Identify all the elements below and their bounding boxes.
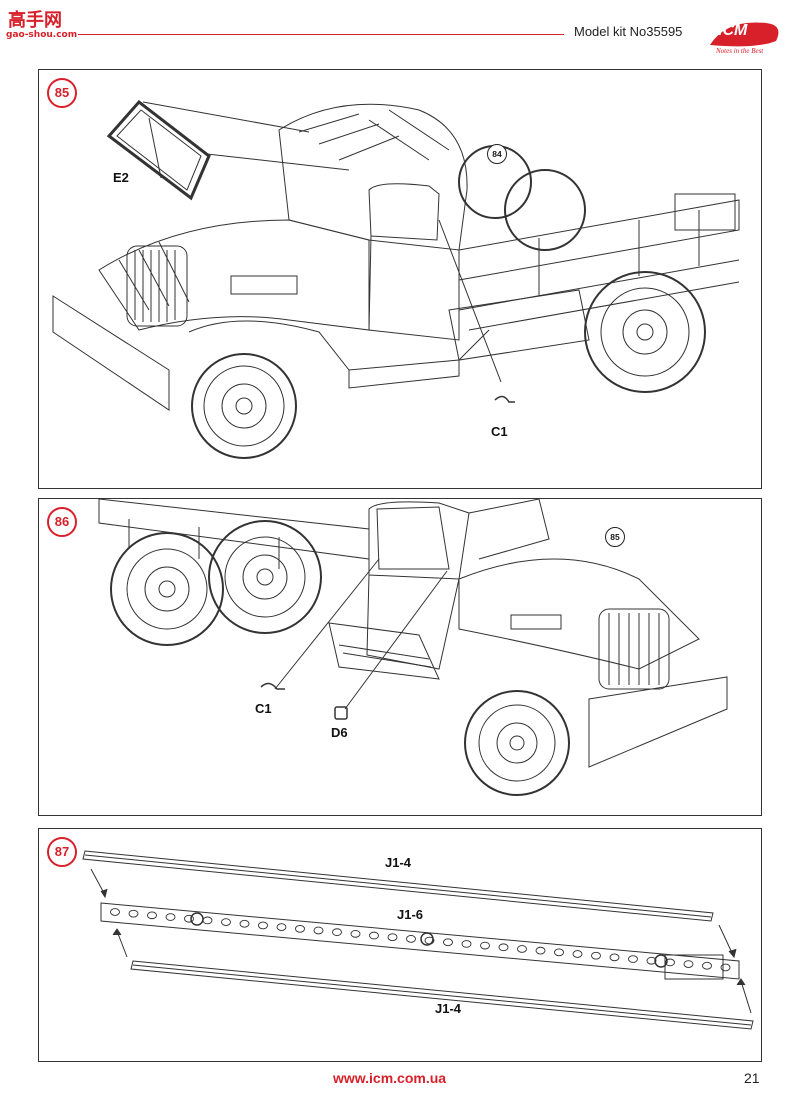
part-label-d6: D6 xyxy=(331,725,348,740)
part-label-c1: C1 xyxy=(491,424,508,439)
watermark-logo: 高手网 xyxy=(8,10,62,31)
rail-perforation xyxy=(258,921,268,930)
rail-perforation xyxy=(628,955,638,963)
rail-perforation xyxy=(646,956,657,965)
rail-perforation xyxy=(406,935,416,943)
rail-perforation xyxy=(683,960,694,968)
rail-perforation xyxy=(202,916,213,925)
step-number-86: 86 xyxy=(47,507,77,537)
rail-perforation xyxy=(461,940,472,948)
reference-step-84: 84 xyxy=(487,144,507,164)
step-87-illustration xyxy=(82,850,754,1030)
rail-perforation xyxy=(221,918,231,926)
part-label-e2: E2 xyxy=(113,170,129,185)
icm-logo: ICM xyxy=(706,19,786,59)
rail-perforation xyxy=(110,908,120,916)
rail-perforation xyxy=(387,933,398,942)
step-number-87: 87 xyxy=(47,837,77,867)
rail-perforation xyxy=(517,945,527,953)
rail-perforation xyxy=(147,911,157,920)
icm-logo-text: ICM xyxy=(718,22,748,39)
step-86-illustration xyxy=(98,499,728,796)
rail-perforation xyxy=(239,919,250,928)
rail-perforation xyxy=(184,914,194,923)
footer-website[interactable]: www.icm.com.ua xyxy=(333,1070,447,1086)
rail-perforation xyxy=(128,909,139,918)
page-header: 高手网 gao-shou.com Model kit No35595 ICM N… xyxy=(0,0,800,60)
rail-perforation xyxy=(591,951,601,960)
icm-logo-subtitle: Notes in the Best xyxy=(716,47,764,55)
rail-perforation xyxy=(535,946,546,955)
step-86-panel: 86 85 C1 D6 xyxy=(38,498,762,816)
part-label-j1-4-bottom: J1-4 xyxy=(435,1001,462,1016)
rail-perforation xyxy=(498,943,509,952)
rail-perforation xyxy=(276,923,287,931)
part-label-j1-6: J1-6 xyxy=(397,907,424,922)
rail-perforation xyxy=(609,953,620,962)
page-number: 21 xyxy=(744,1070,760,1086)
part-label-c1: C1 xyxy=(255,701,272,716)
part-label-j1-4-top: J1-4 xyxy=(385,855,412,870)
step-87-panel: 87 J1-4 J1-6 J1-4 xyxy=(38,828,762,1062)
rail-perforation xyxy=(165,913,176,921)
model-kit-number: Model kit No35595 xyxy=(574,24,683,39)
rail-perforation xyxy=(480,941,490,950)
rail-perforation xyxy=(313,926,324,935)
rail-perforation xyxy=(572,950,583,958)
rail-perforation xyxy=(720,963,731,972)
rail-perforation xyxy=(369,931,379,940)
step-number-85: 85 xyxy=(47,78,77,108)
reference-step-85: 85 xyxy=(605,527,625,547)
watermark-url: gao-shou.com xyxy=(6,30,78,40)
step-85-illustration xyxy=(52,99,740,459)
rail-perforation xyxy=(443,938,453,947)
header-divider xyxy=(78,34,564,35)
rail-perforation xyxy=(554,948,564,957)
rail-perforation xyxy=(350,929,361,938)
rail-perforation xyxy=(295,924,305,933)
step-85-panel: 85 84 E2 C1 xyxy=(38,69,762,489)
rail-perforation xyxy=(332,928,342,937)
rail-perforation xyxy=(702,961,712,970)
